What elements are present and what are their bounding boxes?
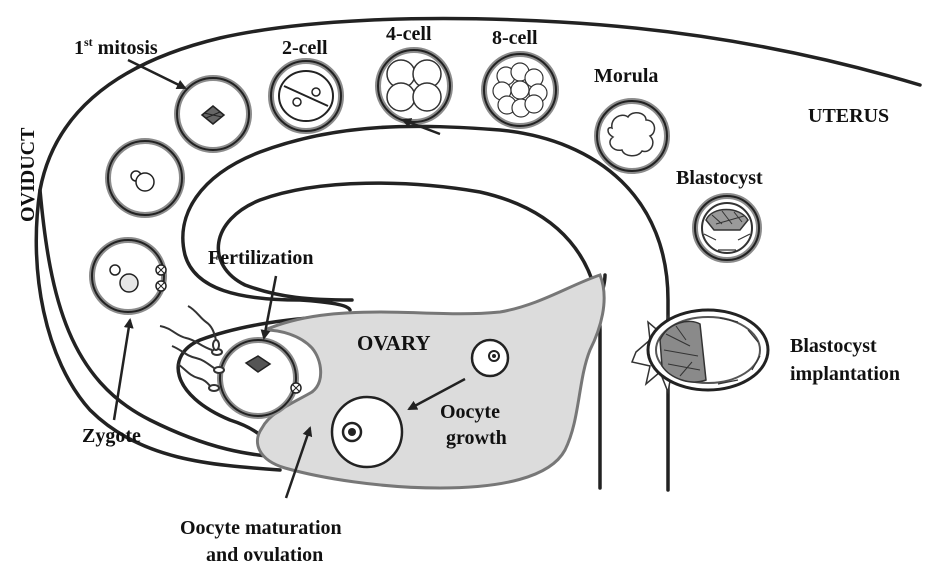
- morula-label: Morula: [594, 65, 658, 87]
- first-mitosis-label: 1st mitosis: [74, 35, 158, 59]
- blastocyst-implantation-label-line2: implantation: [790, 363, 900, 385]
- oocyte-maturation-label-line2: and ovulation: [206, 544, 323, 566]
- four-cell-label: 4-cell: [386, 23, 432, 45]
- ovary-label: OVARY: [357, 331, 431, 355]
- zygote-label: Zygote: [82, 425, 141, 447]
- two-cell-embryo: [271, 61, 341, 131]
- ovary: [257, 275, 604, 488]
- eight-cell-embryo: [484, 54, 556, 126]
- implantation-blastocyst: [632, 310, 768, 392]
- two-cell-label: 2-cell: [282, 37, 328, 59]
- sperm-icon: [160, 306, 224, 391]
- four-cell-embryo: [378, 50, 450, 122]
- pronuclei-cell: [108, 141, 182, 215]
- oocyte-maturation-label-line1: Oocyte maturation: [180, 517, 342, 539]
- uterus-label: UTERUS: [808, 105, 889, 127]
- fertilization-oocyte: [220, 340, 301, 416]
- eight-cell-label: 8-cell: [492, 27, 538, 49]
- large-oocyte: [332, 397, 402, 467]
- oocyte-growth-label-line1: Oocyte: [440, 401, 500, 423]
- fertilization-label: Fertilization: [208, 247, 314, 269]
- morula-embryo: [597, 101, 667, 171]
- first-mitosis-cell: [177, 78, 249, 150]
- blastocyst-label: Blastocyst: [676, 167, 763, 189]
- small-oocyte: [472, 340, 508, 376]
- blastocyst-implantation-label-line1: Blastocyst: [790, 335, 877, 357]
- blastocyst-embryo: [695, 196, 759, 260]
- oviduct-label: OVIDUCT: [17, 127, 39, 222]
- zygote-cell: [92, 240, 166, 312]
- oocyte-growth-label-line2: growth: [446, 427, 507, 449]
